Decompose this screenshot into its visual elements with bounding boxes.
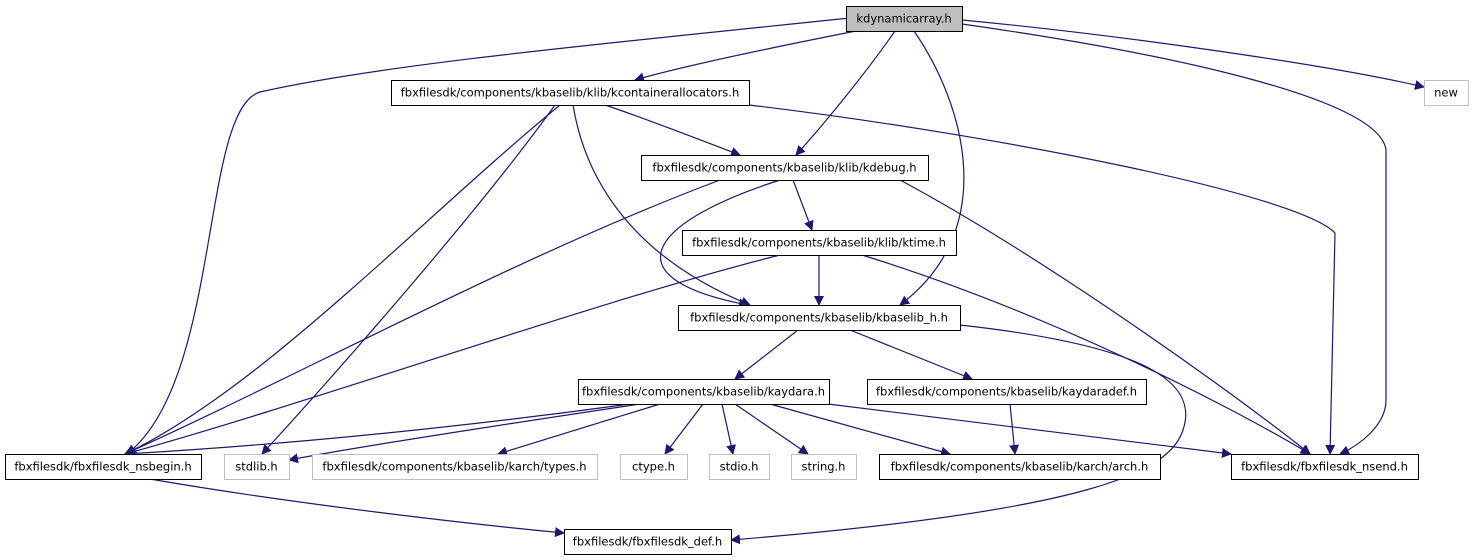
node-nsend[interactable]: fbxfilesdk/fbxfilesdk_nsend.h xyxy=(1231,454,1419,480)
node-label: string.h xyxy=(802,460,846,474)
node-new: new xyxy=(1424,80,1469,106)
edge-kdynamicarray-to-new xyxy=(961,19,1425,90)
node-box xyxy=(641,155,929,181)
node-box xyxy=(678,305,961,331)
edge-kaydara-to-ctype xyxy=(664,403,704,455)
node-box xyxy=(312,454,598,480)
node-box xyxy=(846,6,963,32)
node-box xyxy=(391,80,750,106)
edge-kaydara-to-string xyxy=(734,403,809,455)
edge-kcontainerallocators-to-kbaselib_h xyxy=(572,104,751,307)
node-label: fbxfilesdk/components/kbaselib/kaydara.h xyxy=(582,385,825,399)
node-box xyxy=(1424,80,1469,106)
edge-kdynamicarray-to-kcontainerallocators xyxy=(634,30,857,83)
node-box xyxy=(5,454,202,480)
node-arch[interactable]: fbxfilesdk/components/kbaselib/karch/arc… xyxy=(879,454,1161,480)
edge-kbaselib_h-to-def xyxy=(730,324,1187,545)
node-ktime[interactable]: fbxfilesdk/components/kbaselib/klib/ktim… xyxy=(682,230,957,256)
node-label: fbxfilesdk/components/kbaselib/karch/typ… xyxy=(322,460,586,474)
node-nsbegin[interactable]: fbxfilesdk/fbxfilesdk_nsbegin.h xyxy=(5,454,202,480)
node-box xyxy=(879,454,1161,480)
edge-kaydara-to-nsbegin xyxy=(124,403,631,459)
node-label: fbxfilesdk/components/kbaselib/karch/arc… xyxy=(891,460,1149,474)
edge-ktime-to-nsbegin xyxy=(124,254,781,457)
node-box xyxy=(1231,454,1419,480)
node-box xyxy=(709,454,770,480)
node-kbaselib_h[interactable]: fbxfilesdk/components/kbaselib/kbaselib_… xyxy=(678,305,961,331)
edge-ktime-to-nsend xyxy=(861,254,1311,455)
node-ctype: ctype.h xyxy=(620,454,688,480)
edge-kdebug-to-nsend xyxy=(899,179,1311,455)
edge-kdebug-to-ktime xyxy=(792,179,814,231)
edge-kdebug-to-nsbegin xyxy=(124,179,721,455)
node-label: fbxfilesdk/fbxfilesdk_def.h xyxy=(573,535,722,549)
edge-kbaselib_h-to-kaydaradef xyxy=(849,329,973,381)
edge-kdebug-to-kbaselib_h xyxy=(660,179,781,309)
node-layer: kdynamicarray.h new fbxfilesdk/components/… xyxy=(5,6,1469,555)
edge-kdynamicarray-to-kbaselib_h xyxy=(899,30,965,306)
edge-kaydaradef-to-arch xyxy=(1009,403,1020,455)
node-kaydara[interactable]: fbxfilesdk/components/kbaselib/kaydara.h xyxy=(578,379,830,405)
node-kdebug[interactable]: fbxfilesdk/components/kbaselib/klib/kdeb… xyxy=(641,155,929,181)
node-box xyxy=(224,454,290,480)
node-box xyxy=(620,454,688,480)
edge-kaydara-to-stdio xyxy=(721,403,736,455)
edge-kaydara-to-arch xyxy=(769,403,951,457)
edge-kdynamicarray-to-kdebug xyxy=(795,30,896,156)
node-string: string.h xyxy=(791,454,857,480)
node-kdynamicarray[interactable]: kdynamicarray.h xyxy=(846,6,963,32)
node-types: fbxfilesdk/components/kbaselib/karch/typ… xyxy=(312,454,598,480)
node-box xyxy=(564,529,732,555)
node-label: fbxfilesdk/components/kbaselib/kbaselib_… xyxy=(690,311,948,325)
node-box xyxy=(791,454,857,480)
node-def[interactable]: fbxfilesdk/fbxfilesdk_def.h xyxy=(564,529,732,555)
node-label: fbxfilesdk/fbxfilesdk_nsbegin.h xyxy=(14,460,191,474)
node-label: kdynamicarray.h xyxy=(856,12,951,26)
edge-kaydara-to-nsend xyxy=(827,403,1232,458)
edge-kaydara-to-types xyxy=(497,403,661,457)
edge-kcontainerallocators-to-nsend xyxy=(748,104,1336,455)
edge-kcontainerallocators-to-stdlib xyxy=(261,104,556,455)
node-label: fbxfilesdk/components/kbaselib/klib/ktim… xyxy=(692,236,946,250)
node-label: stdio.h xyxy=(720,460,759,474)
edge-kcontainerallocators-to-kdebug xyxy=(604,104,741,157)
edge-kbaselib_h-to-kaydara xyxy=(734,329,799,380)
node-label: fbxfilesdk/components/kbaselib/klib/kdeb… xyxy=(652,161,916,175)
edge-kdynamicarray-to-nsbegin xyxy=(126,17,851,455)
node-label: fbxfilesdk/components/kbaselib/klib/kcon… xyxy=(401,86,739,100)
node-kcontainerallocators[interactable]: fbxfilesdk/components/kbaselib/klib/kcon… xyxy=(391,80,750,106)
node-stdlib: stdlib.h xyxy=(224,454,290,480)
node-label: fbxfilesdk/fbxfilesdk_nsend.h xyxy=(1241,460,1408,474)
node-box xyxy=(682,230,957,256)
node-kaydaradef[interactable]: fbxfilesdk/components/kbaselib/kaydarade… xyxy=(867,379,1147,405)
node-label: ctype.h xyxy=(632,460,675,474)
node-stdio: stdio.h xyxy=(709,454,770,480)
node-label: new xyxy=(1434,86,1458,100)
node-label: fbxfilesdk/components/kbaselib/kaydarade… xyxy=(876,385,1137,399)
edge-kcontainerallocators-to-nsbegin xyxy=(124,104,561,455)
edge-nsbegin-to-def xyxy=(149,478,565,538)
edge-kaydara-to-stdlib xyxy=(288,403,641,464)
node-box xyxy=(867,379,1147,405)
node-label: stdlib.h xyxy=(235,460,277,474)
edge-kdynamicarray-to-nsend xyxy=(961,23,1387,455)
node-box xyxy=(578,379,830,405)
